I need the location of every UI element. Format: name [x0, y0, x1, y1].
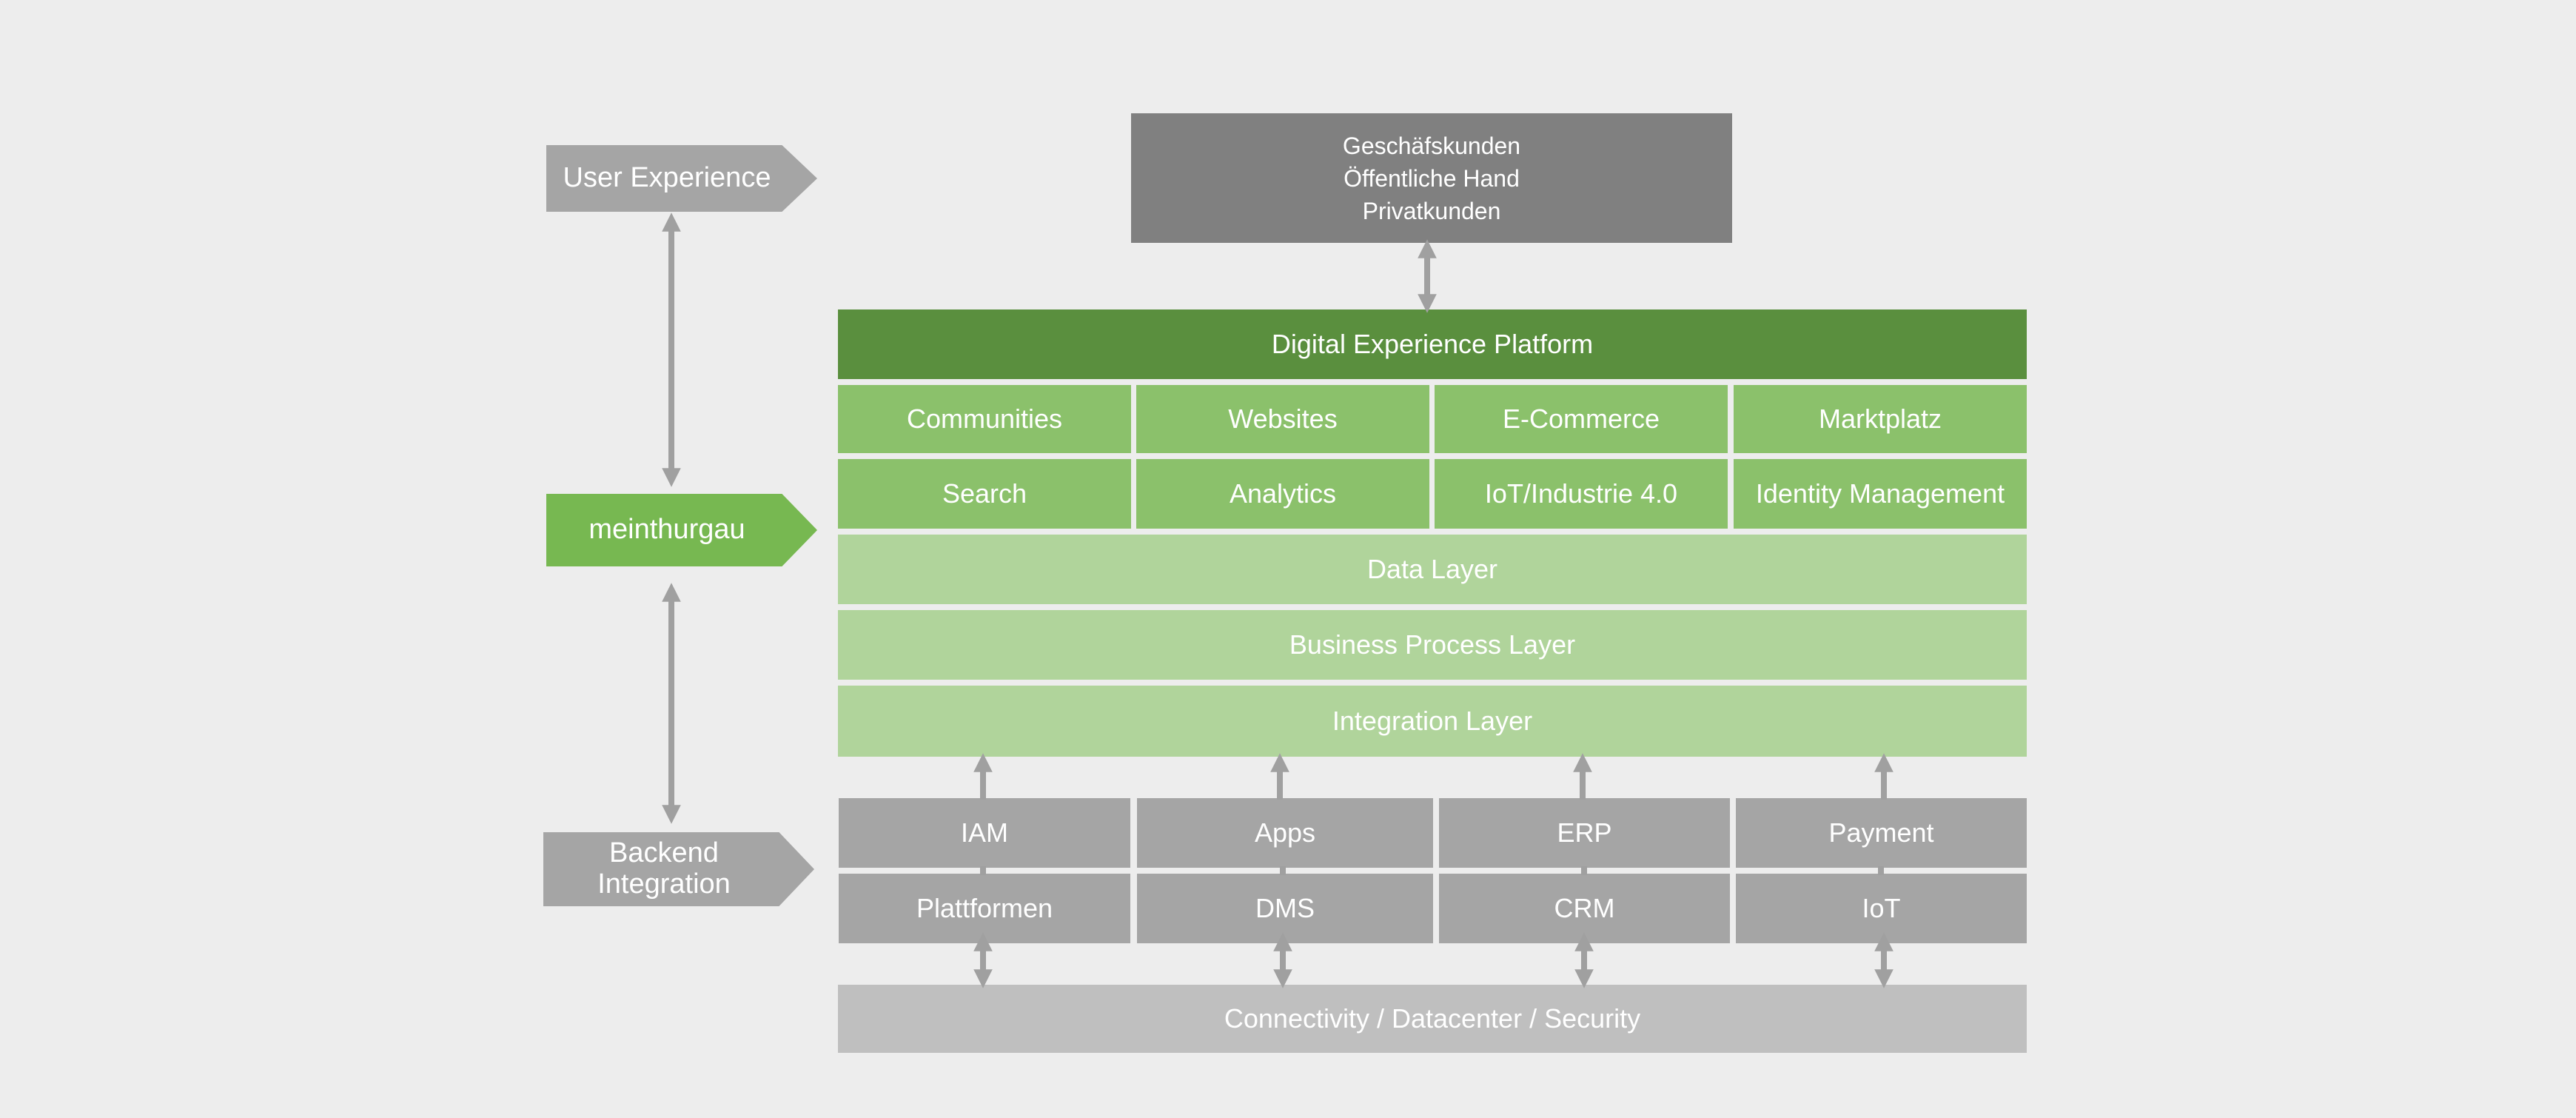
infrastructure-bar: Connectivity / Datacenter / Security [838, 985, 2027, 1053]
backend-erp: ERP [1439, 798, 1730, 868]
backend-label-line1: Backend [609, 837, 719, 869]
module-label: Identity Management [1755, 478, 2005, 509]
customers-box: Geschäfskunden Öffentliche Hand Privatku… [1131, 113, 1732, 243]
module-label: Analytics [1229, 478, 1337, 509]
platform-title-bar: Digital Experience Platform [838, 309, 2027, 379]
backend-label: Payment [1828, 817, 1934, 848]
module-label: Search [942, 478, 1027, 509]
backend-label: IoT [1862, 893, 1901, 924]
platform-tag: meinthurgau [546, 494, 817, 566]
module-search: Search [838, 459, 1131, 529]
backend-label: Plattformen [916, 893, 1053, 924]
platform-tag-label: meinthurgau [588, 514, 745, 546]
customer-segment: Öffentliche Hand [1344, 164, 1520, 192]
module-websites: Websites [1136, 385, 1429, 453]
layer-label: Data Layer [1366, 554, 1498, 585]
data-layer: Data Layer [838, 535, 2027, 604]
backend-apps: Apps [1137, 798, 1433, 868]
module-iot-industrie: IoT/Industrie 4.0 [1435, 459, 1728, 529]
backend-payment: Payment [1736, 798, 2027, 868]
backend-dms: DMS [1137, 874, 1433, 943]
backend-label: DMS [1255, 893, 1315, 924]
module-label: Communities [906, 404, 1063, 435]
integration-layer: Integration Layer [838, 686, 2027, 757]
module-label: Marktplatz [1818, 404, 1942, 435]
business-process-layer: Business Process Layer [838, 610, 2027, 680]
module-label: E-Commerce [1502, 404, 1660, 435]
backend-crm: CRM [1439, 874, 1730, 943]
module-communities: Communities [838, 385, 1131, 453]
module-e-commerce: E-Commerce [1435, 385, 1728, 453]
backend-iam: IAM [839, 798, 1130, 868]
module-marktplatz: Marktplatz [1734, 385, 2027, 453]
platform-title: Digital Experience Platform [1271, 329, 1594, 360]
backend-label: CRM [1554, 893, 1615, 924]
module-analytics: Analytics [1136, 459, 1429, 529]
module-label: IoT/Industrie 4.0 [1484, 478, 1678, 509]
backend-label-line2: Integration [597, 868, 731, 900]
customer-segment: Geschäfskunden [1342, 132, 1521, 159]
backend-label: IAM [960, 817, 1008, 848]
layer-label: Integration Layer [1332, 706, 1533, 737]
backend-label: ERP [1557, 817, 1612, 848]
backend-iot: IoT [1736, 874, 2027, 943]
layer-label: Business Process Layer [1289, 629, 1576, 660]
module-label: Websites [1228, 404, 1338, 435]
user-experience-label: User Experience [563, 162, 771, 194]
backend-plattformen: Plattformen [839, 874, 1130, 943]
backend-integration-tag: Backend Integration [543, 832, 814, 906]
module-identity-management: Identity Management [1734, 459, 2027, 529]
user-experience-tag: User Experience [546, 145, 817, 212]
infrastructure-label: Connectivity / Datacenter / Security [1224, 1003, 1641, 1034]
customer-segment: Privatkunden [1362, 197, 1501, 224]
backend-label: Apps [1254, 817, 1316, 848]
